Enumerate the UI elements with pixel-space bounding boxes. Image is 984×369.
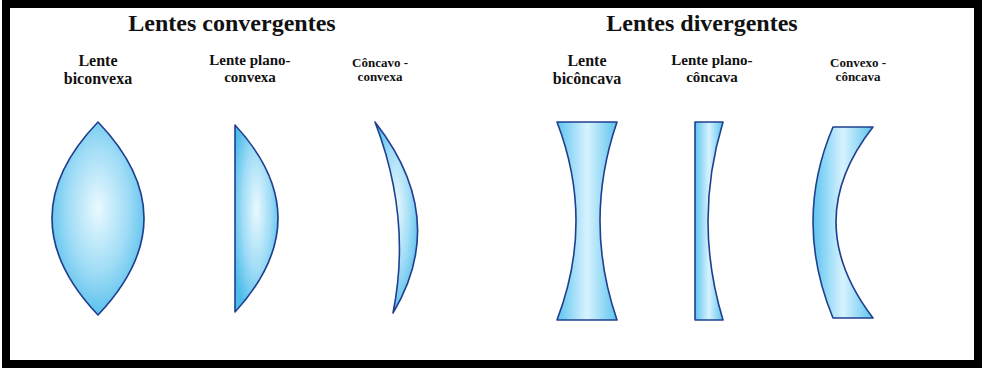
lens-name: Lente plano-côncava xyxy=(650,52,775,85)
frame xyxy=(6,4,978,364)
lens-name: Lente bicôncava xyxy=(540,52,635,87)
convex-concave-lens xyxy=(813,127,873,318)
group-title: Lentes convergentes xyxy=(72,10,392,36)
concave-convex-lens xyxy=(375,122,418,313)
biconvex-lens xyxy=(52,122,144,315)
group-title: Lentes divergentes xyxy=(542,10,862,36)
lens-name: Lente biconvexa xyxy=(51,52,146,87)
plano-concave-lens xyxy=(695,122,723,320)
lens-name: Convexo - côncava xyxy=(817,56,899,85)
lens-name: Lente plano-convexa xyxy=(188,52,313,85)
plano-convex-lens xyxy=(235,125,278,312)
biconcave-lens xyxy=(557,122,617,320)
lens-name: Côncavo - convexa xyxy=(341,56,419,85)
